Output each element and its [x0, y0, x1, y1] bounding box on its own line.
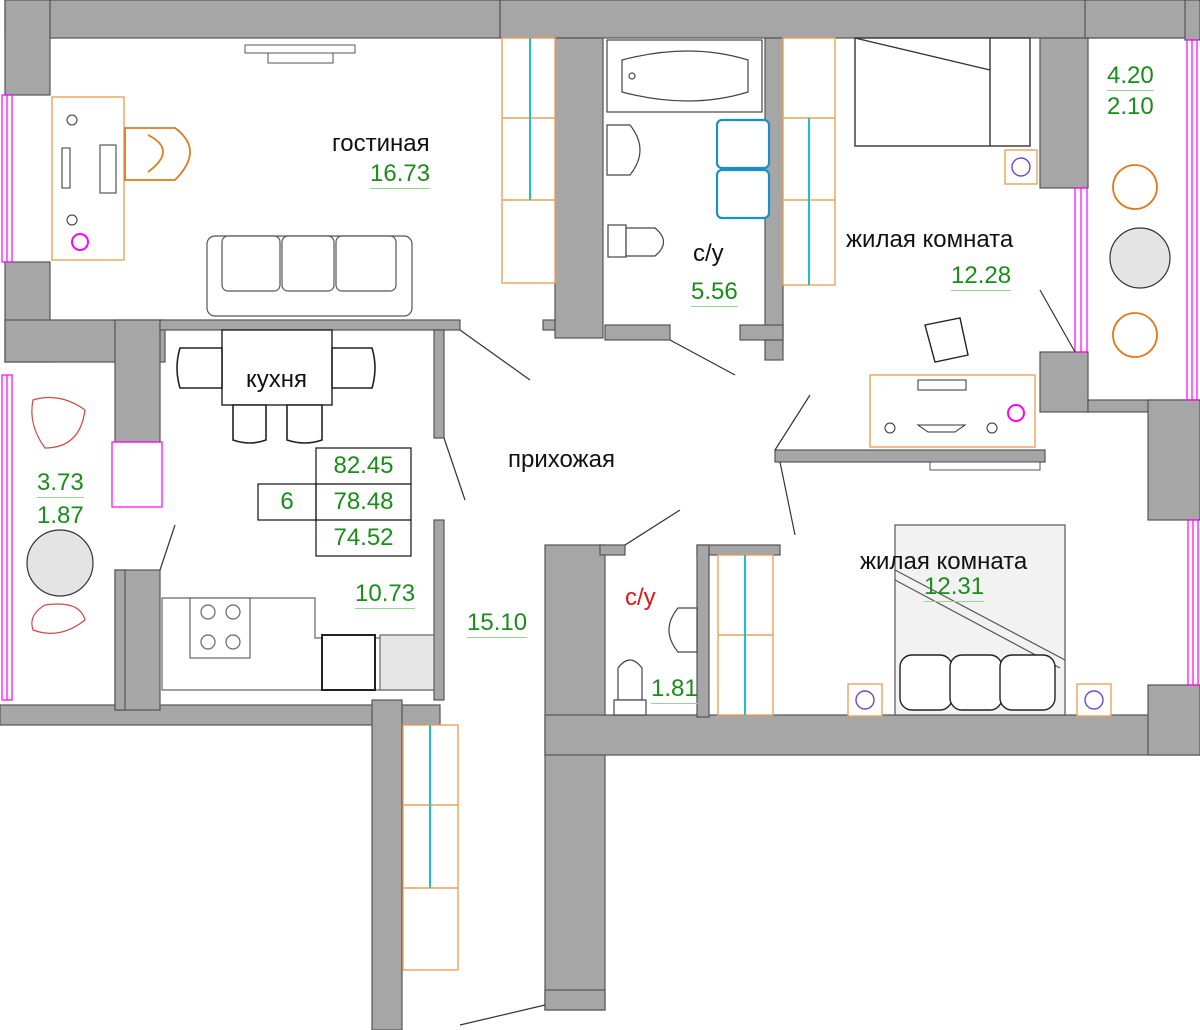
- hall-name: прихожая: [508, 446, 615, 473]
- doors: [159, 289, 1076, 1026]
- tv-bedroom2: [929, 461, 1041, 471]
- dining-chairs: [176, 347, 376, 444]
- pillows-bedroom2: [899, 654, 1056, 711]
- bath-main-area: 5.56: [691, 278, 738, 307]
- wardrobe-living: [501, 37, 556, 284]
- balcony-right-area-reduced: 2.10: [1107, 93, 1154, 120]
- balcony-right-area-full: 4.20: [1107, 62, 1154, 91]
- reduced-area: 74.52: [333, 524, 394, 551]
- armchair-living: [124, 127, 191, 181]
- wardrobe-stair: [402, 724, 459, 971]
- hall-area: 15.10: [467, 609, 528, 638]
- balcony-left-table: [26, 529, 94, 597]
- apartment-number: 6: [280, 488, 294, 515]
- desk-bedroom1-items: [884, 379, 998, 434]
- bath-small-area: 1.81: [651, 675, 698, 704]
- dining-table: [221, 329, 333, 406]
- kitchen-counter: [161, 597, 435, 691]
- bed-bedroom1: [854, 37, 1031, 147]
- nightstand-bedroom1: [1004, 149, 1038, 185]
- living-room-area: 16.73: [370, 160, 431, 189]
- desk-equipment: [61, 114, 117, 226]
- washer-dryer: [715, 118, 771, 220]
- bath-main-name: с/у: [693, 240, 724, 267]
- lamp-bedroom1-icon: [1007, 404, 1025, 422]
- sink-main: [606, 124, 641, 176]
- summary-table-frame: [257, 447, 412, 557]
- bedroom1-area: 12.28: [951, 262, 1012, 291]
- toilet-main: [607, 224, 665, 258]
- balcony-right-table: [1109, 227, 1171, 289]
- bath-small-name: с/у: [625, 584, 656, 611]
- nightstands-bedroom2: [847, 683, 1112, 717]
- living-area: 78.48: [333, 488, 394, 515]
- balcony-right-chairs: [1112, 164, 1158, 358]
- windows: [1, 39, 1199, 701]
- wardrobe-bedroom1: [782, 37, 836, 286]
- bedroom2-name: жилая комната: [860, 548, 1028, 575]
- tv-stand: [244, 44, 356, 64]
- bathtub: [606, 39, 763, 113]
- toilet-small: [613, 659, 647, 716]
- kitchen-name: кухня: [246, 366, 308, 393]
- bedroom2-area: 12.31: [924, 573, 985, 602]
- chair-bedroom1: [924, 317, 969, 363]
- floor-lamp-icon: [71, 233, 89, 251]
- total-area: 82.45: [333, 452, 394, 479]
- kitchen-area: 10.73: [355, 580, 416, 609]
- sink-small: [668, 607, 698, 653]
- wardrobe-bedroom2: [717, 554, 774, 716]
- balcony-left-area-reduced: 1.87: [37, 502, 84, 529]
- balcony-left-furniture: [31, 397, 86, 634]
- bedroom1-name: жилая комната: [846, 226, 1014, 253]
- balcony-left-area-full: 3.73: [37, 469, 84, 498]
- living-room-name: гостиная: [332, 130, 430, 157]
- sofa-living: [206, 235, 413, 317]
